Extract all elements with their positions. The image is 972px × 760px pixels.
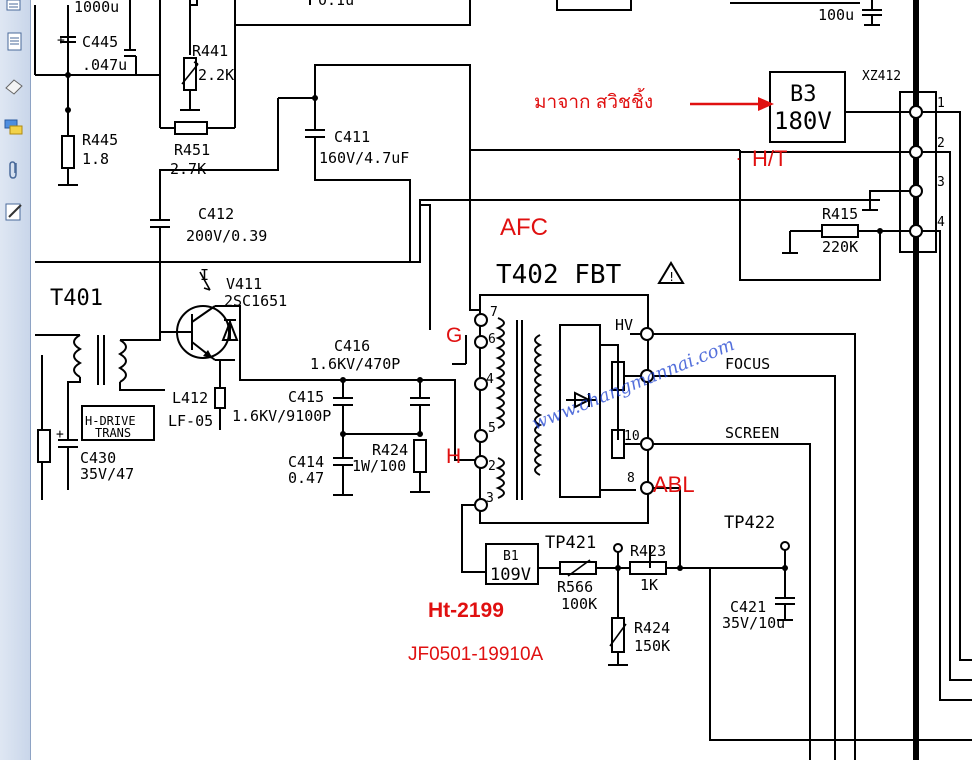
c411-name: C411 xyxy=(334,128,370,146)
pin-5: 5 xyxy=(488,421,496,436)
svg-text:I: I xyxy=(200,266,209,284)
r445-name: R445 xyxy=(82,131,118,149)
c414-name: C414 xyxy=(288,453,324,471)
conn-pin-2: 2 xyxy=(937,136,945,151)
r566-name: R566 xyxy=(557,578,593,596)
annotation-model: Ht-2199 xyxy=(428,599,504,622)
c445-value: .047u xyxy=(82,56,127,74)
b3-name: B3 xyxy=(790,82,817,107)
arrow-right-icon xyxy=(758,97,774,111)
l412-value: LF-05 xyxy=(168,412,213,430)
h-drive-trans-line-2: TRANS xyxy=(95,426,131,440)
annotation-afc: AFC xyxy=(500,214,548,241)
svg-text:.: . xyxy=(736,144,741,164)
h-drive-trans-line-1: H-DRIVE xyxy=(85,414,136,428)
annotation-g: G xyxy=(446,324,462,347)
c412-value: 200V/0.39 xyxy=(186,227,267,245)
r423-name: R423 xyxy=(630,542,666,560)
c412-name: C412 xyxy=(198,205,234,223)
comments-icon[interactable] xyxy=(4,118,24,138)
pin-4: 4 xyxy=(486,372,494,387)
c416-value: 1.6KV/470P xyxy=(310,355,400,373)
v411-value: 2SC1651 xyxy=(224,292,287,310)
annotation-h: H xyxy=(446,445,461,468)
r424a-value: 1W/100 xyxy=(352,457,406,475)
tp421-label: TP421 xyxy=(545,533,596,553)
fbt-body xyxy=(479,294,649,524)
c415-name: C415 xyxy=(288,388,324,406)
tp422-label: TP422 xyxy=(724,513,775,533)
t402-fbt-label: T402 FBT xyxy=(496,260,622,290)
r423-value: 1K xyxy=(640,576,658,594)
r445-value: 1.8 xyxy=(82,150,109,168)
l412-name: L412 xyxy=(172,389,208,407)
conn-pin-4: 4 xyxy=(937,215,945,230)
c430-value: 35V/47 xyxy=(80,465,134,483)
c416-name: C416 xyxy=(334,337,370,355)
t401-label: T401 xyxy=(50,286,103,311)
c421-name: C421 xyxy=(730,598,766,616)
r566-value: 100K xyxy=(561,595,597,613)
svg-text:+: + xyxy=(57,33,65,48)
hv-label: HV xyxy=(615,316,633,334)
svg-text:!: ! xyxy=(668,270,675,284)
pin-2: 2 xyxy=(488,459,496,474)
schematic-canvas: 1000u + C445 .047u R445 1.8 R441 2.2K R4… xyxy=(34,0,972,760)
conn-pin-3: 3 xyxy=(937,175,945,190)
c-top-100u-label: 100u xyxy=(818,6,854,24)
pin-3: 3 xyxy=(486,491,494,506)
c415-value: 1.6KV/9100P xyxy=(232,407,331,425)
annotation-ht: H/T xyxy=(752,146,787,171)
svg-text:0.1u: 0.1u xyxy=(318,0,354,9)
r424a-name: R424 xyxy=(372,441,408,459)
pin-10: 10 xyxy=(624,429,640,444)
svg-text:+: + xyxy=(56,427,64,442)
pin-6: 6 xyxy=(488,332,496,347)
r424b-name: R424 xyxy=(634,619,670,637)
focus-label: FOCUS xyxy=(725,355,770,373)
c421-value: 35V/10u xyxy=(722,614,785,632)
r441-value: 2.2K xyxy=(198,66,234,84)
document-sidebar xyxy=(0,0,31,760)
c411-value: 160V/4.7uF xyxy=(319,149,409,167)
pin-7: 7 xyxy=(490,305,498,320)
attachment-icon[interactable] xyxy=(4,160,24,180)
r415-name: R415 xyxy=(822,205,858,223)
annotation-part-number: JF0501-19910A xyxy=(408,644,544,665)
fbt-left-pins xyxy=(474,313,488,512)
pages-icon[interactable] xyxy=(4,0,24,20)
eraser-icon[interactable] xyxy=(4,76,24,96)
document-icon[interactable] xyxy=(4,32,24,52)
b3-value: 180V xyxy=(774,107,832,135)
xz412-label: XZ412 xyxy=(862,69,901,84)
conn-pin-1: 1 xyxy=(937,96,945,111)
annotation-from-switching: มาจาก สวิชชิ้ง xyxy=(534,88,653,113)
v411-name: V411 xyxy=(226,275,262,293)
r441-name: R441 xyxy=(192,42,228,60)
pin-8: 8 xyxy=(627,471,635,486)
r415-value: 220K xyxy=(822,238,858,256)
c414-value: 0.47 xyxy=(288,469,324,487)
b1-name: B1 xyxy=(503,549,519,564)
b3-box xyxy=(769,71,846,143)
screen-label: SCREEN xyxy=(725,424,779,442)
warning-icon xyxy=(657,261,685,284)
r424b-value: 150K xyxy=(634,637,670,655)
c-top-1000u-label: 1000u xyxy=(74,0,119,16)
c445-name: C445 xyxy=(82,33,118,51)
signature-icon[interactable] xyxy=(4,202,24,222)
b1-value: 109V xyxy=(490,565,531,585)
c430-name: C430 xyxy=(80,449,116,467)
annotation-abl: ABL xyxy=(653,472,695,497)
r451-name: R451 xyxy=(174,141,210,159)
